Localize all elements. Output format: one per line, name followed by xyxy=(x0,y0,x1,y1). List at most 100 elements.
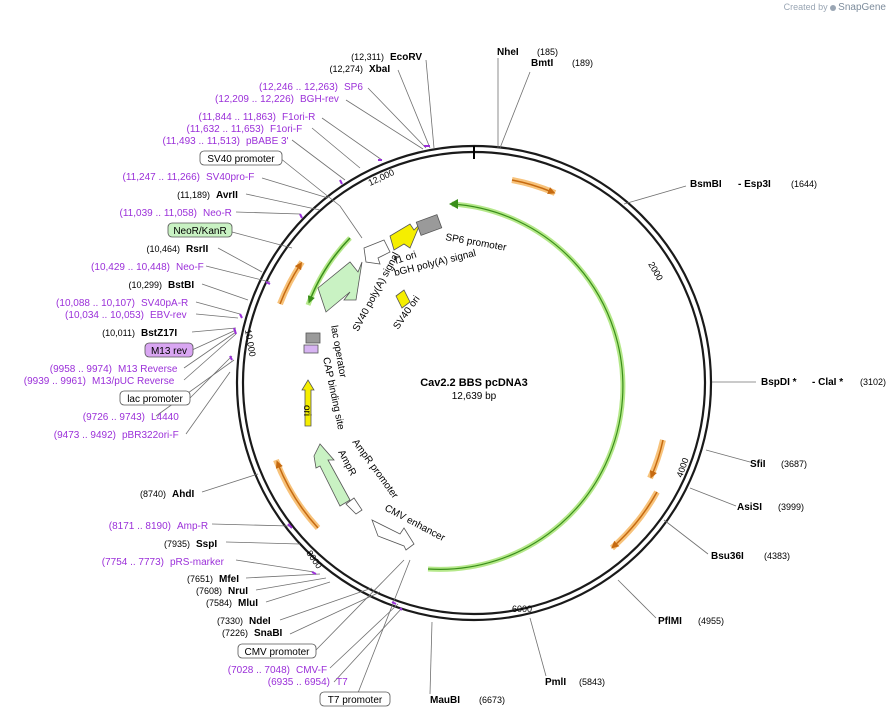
enzyme-bstz17i: (10,011) BstZ17I xyxy=(102,328,177,339)
svg-text:(10,299): (10,299) xyxy=(128,280,162,290)
svg-text:NheI: NheI xyxy=(497,47,519,58)
enzyme-sspi: (7935)SspI xyxy=(164,539,217,550)
svg-text:pBR322ori-F: pBR322ori-F xyxy=(122,430,179,441)
leader-lines xyxy=(155,58,756,699)
neo-arrow xyxy=(307,237,351,304)
label-sp6-promoter: SP6 promoter xyxy=(444,232,507,254)
primer-labels: (12,246 .. 12,263)SP6 (12,209 .. 12,226)… xyxy=(24,82,364,688)
svg-text:Neo-R: Neo-R xyxy=(203,208,232,219)
svg-text:F1ori-R: F1ori-R xyxy=(282,112,315,123)
svg-text:(9958 .. 9974): (9958 .. 9974) xyxy=(50,364,112,375)
svg-text:BsmBI: BsmBI xyxy=(690,179,722,190)
svg-text:(12,209 .. 12,226): (12,209 .. 12,226) xyxy=(215,94,294,105)
svg-text:Neo-F: Neo-F xyxy=(176,262,204,273)
ori-feature xyxy=(301,379,315,427)
svg-text:BstBI: BstBI xyxy=(168,280,194,291)
svg-text:M13/pUC Reverse: M13/pUC Reverse xyxy=(92,376,175,387)
cmv-enhancer-feature xyxy=(371,519,415,551)
svg-text:(4383): (4383) xyxy=(764,551,790,561)
svg-text:EBV-rev: EBV-rev xyxy=(150,310,187,321)
enzyme-asisi: AsiSI(3999) xyxy=(737,502,804,513)
insert-arrowhead xyxy=(449,199,458,209)
ampr-feature xyxy=(313,443,351,507)
svg-text:(12,246 .. 12,263): (12,246 .. 12,263) xyxy=(259,82,338,93)
sv40-promoter-feature xyxy=(363,239,391,265)
primer-bgh-rev: (12,209 .. 12,226) BGH-rev xyxy=(215,94,339,105)
sv40-polya-feature xyxy=(317,261,363,313)
orange-arrows xyxy=(273,177,666,551)
svg-text:(12,274): (12,274) xyxy=(329,64,363,74)
svg-text:pRS-marker: pRS-marker xyxy=(170,557,225,568)
svg-text:(4955): (4955) xyxy=(698,616,724,626)
primer-amp-r: (8171 .. 8190)Amp-R xyxy=(109,521,208,532)
label-ampr: AmpR xyxy=(335,448,358,478)
svg-text:(3687): (3687) xyxy=(781,459,807,469)
svg-text:(11,493 .. 11,513): (11,493 .. 11,513) xyxy=(163,136,240,147)
svg-text:XbaI: XbaI xyxy=(369,64,390,75)
svg-text:BstZ17I: BstZ17I xyxy=(141,328,177,339)
svg-text:(7651): (7651) xyxy=(187,574,213,584)
label-cmv-promoter: CMV promoter xyxy=(244,647,310,658)
label-t7-promoter: T7 promoter xyxy=(328,695,383,706)
primer-l4440: (9726 .. 9743)L4440 xyxy=(83,412,180,423)
svg-text:(7935): (7935) xyxy=(164,539,190,549)
primer-pbabe3: (11,493 .. 11,513)pBABE 3' xyxy=(163,136,289,147)
enzyme-mfei: (7651)MfeI xyxy=(187,574,239,585)
svg-text:F1ori-F: F1ori-F xyxy=(270,124,302,135)
svg-text:(10,429 .. 10,448): (10,429 .. 10,448) xyxy=(91,262,170,273)
svg-text:(3102): (3102) xyxy=(860,377,886,387)
svg-text:BGH-rev: BGH-rev xyxy=(300,94,339,105)
enzyme-sfii: SfiI (3687) xyxy=(750,459,807,470)
primer-m13-reverse: (9958 .. 9974) M13 Reverse xyxy=(50,364,178,375)
svg-text:NdeI: NdeI xyxy=(249,616,271,627)
primer-sv40pro-f: (11,247 .. 11,266)SV40pro-F xyxy=(123,172,255,183)
svg-text:(8171 .. 8190): (8171 .. 8190) xyxy=(109,521,171,532)
enzyme-bsu36i: Bsu36I(4383) xyxy=(711,551,790,562)
enzyme-mlui: (7584)MluI xyxy=(206,598,258,609)
label-neo-kan: NeoR/KanR xyxy=(173,226,226,237)
enzyme-nhei: NheI(185) xyxy=(497,47,558,58)
label-m13-rev: M13 rev xyxy=(151,346,187,357)
primer-pbr322ori-f: (9473 .. 9492)pBR322ori-F xyxy=(54,430,179,441)
svg-text:CMV-F: CMV-F xyxy=(296,665,327,676)
enzyme-rsrii: (10,464)RsrII xyxy=(146,244,208,255)
label-sv40-promoter: SV40 promoter xyxy=(207,154,275,165)
svg-text:(9726 .. 9743): (9726 .. 9743) xyxy=(83,412,145,423)
primer-f1ori-f: (11,632 .. 11,653)F1ori-F xyxy=(187,124,303,135)
svg-text:(10,088 .. 10,107): (10,088 .. 10,107) xyxy=(56,298,135,309)
svg-text:PflMI: PflMI xyxy=(658,616,682,627)
enzyme-snabi: (7226)SnaBI xyxy=(222,628,283,639)
svg-text:(10,011): (10,011) xyxy=(102,328,135,338)
enzyme-pflmi: PflMI (4955) xyxy=(658,616,724,627)
svg-text:(3999): (3999) xyxy=(778,502,804,512)
svg-text:T7: T7 xyxy=(336,677,348,688)
tick-10000: 10,000 xyxy=(243,329,258,358)
svg-text:SfiI: SfiI xyxy=(750,459,766,470)
enzyme-avrii: (11,189)AvrII xyxy=(177,190,238,201)
enzyme-bmti: BmtI(189) xyxy=(531,58,593,69)
enzyme-bspdi: BspDI *- ClaI *(3102) xyxy=(761,377,886,388)
svg-text:NruI: NruI xyxy=(228,586,248,597)
svg-text:AhdI: AhdI xyxy=(172,489,194,500)
primer-cmv-f: (7028 .. 7048)CMV-F xyxy=(228,665,327,676)
enzyme-ndei: (7330)NdeI xyxy=(217,616,271,627)
primer-m13-puc-reverse: (9939 .. 9961) M13/pUC Reverse xyxy=(24,376,175,387)
inner-features xyxy=(301,214,443,551)
primer-sv40pa-r: (10,088 .. 10,107)SV40pA-R xyxy=(56,298,188,309)
svg-text:M13 Reverse: M13 Reverse xyxy=(118,364,178,375)
enzyme-xbai: (12,274) XbaI xyxy=(329,64,390,75)
svg-text:(7584): (7584) xyxy=(206,598,232,608)
label-ori: ori xyxy=(301,405,312,416)
insert-line xyxy=(427,203,624,570)
m13-feature xyxy=(303,344,319,354)
primer-f1ori-r: (11,844 .. 11,863)F1ori-R xyxy=(199,112,316,123)
plasmid-name: Cav2.2 BBS pcDNA3 xyxy=(420,377,528,389)
svg-text:- ClaI *: - ClaI * xyxy=(812,377,843,388)
snapgene-credit: Created by SnapGene xyxy=(784,2,886,13)
svg-text:- Esp3I: - Esp3I xyxy=(738,179,771,190)
svg-text:(9939 .. 9961): (9939 .. 9961) xyxy=(24,376,86,387)
svg-text:RsrII: RsrII xyxy=(186,244,208,255)
tick-2000: 2000 xyxy=(646,260,665,282)
enzyme-ahdi: (8740)AhdI xyxy=(140,489,194,500)
